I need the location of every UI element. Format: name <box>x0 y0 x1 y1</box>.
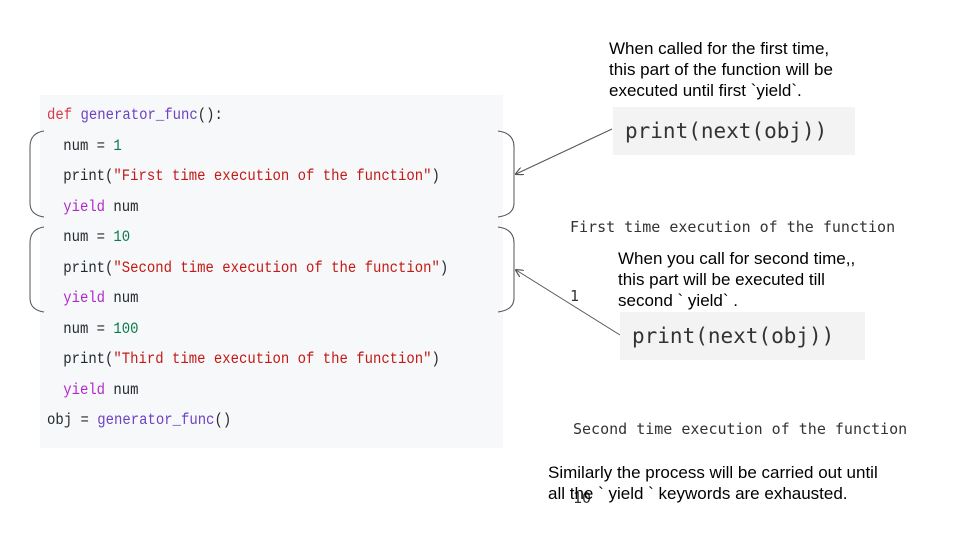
code-token: 100 <box>113 319 139 338</box>
code-token: num <box>105 197 139 216</box>
code-token: ) <box>431 167 440 185</box>
code-line: print("Second time execution of the func… <box>47 255 448 281</box>
code-token: num <box>105 289 139 307</box>
code-token: num = <box>63 319 114 338</box>
code-panel <box>40 95 503 448</box>
first-call-note: When called for the first time, this par… <box>609 39 833 100</box>
code-token: 1 <box>113 136 122 155</box>
code-token: (): <box>197 106 223 124</box>
code-line: def generator_func(): <box>47 102 223 128</box>
code-token: yield <box>63 380 106 399</box>
code-token: "First time execution of the function" <box>113 167 432 185</box>
code-line: yield num <box>47 285 139 311</box>
code-token: obj = <box>47 411 98 429</box>
footer-note: Similarly the process will be carried ou… <box>548 463 878 503</box>
code-token: 10 <box>113 228 131 246</box>
code-token: yield <box>63 289 106 307</box>
code-line: num = 1 <box>47 133 122 159</box>
code-line: num = 100 <box>47 316 139 342</box>
code-token: generator_func <box>80 106 198 124</box>
code-token: generator_func <box>97 411 215 429</box>
code-line: print("First time execution of the funct… <box>47 163 440 189</box>
code-line: obj = generator_func() <box>47 407 231 433</box>
code-line: print("Third time execution of the funct… <box>47 346 440 372</box>
code-token: num <box>105 380 139 399</box>
code-token: print( <box>63 350 114 368</box>
code-token <box>72 106 80 124</box>
code-token: def <box>47 106 73 124</box>
first-call-code: print(next(obj)) <box>613 107 855 155</box>
code-token: num = <box>63 228 114 246</box>
first-call-output: First time execution of the function 1 <box>570 218 896 305</box>
code-token: print( <box>63 167 114 185</box>
code-token: "Second time execution of the function" <box>113 258 440 277</box>
code-token: ) <box>439 258 449 277</box>
code-line: num = 10 <box>47 224 130 250</box>
code-token: num = <box>63 136 114 155</box>
arrow-first <box>516 128 613 174</box>
code-line: yield num <box>47 377 139 403</box>
code-line: yield num <box>47 194 139 220</box>
second-call-note: When you call for second time,, this par… <box>618 249 856 310</box>
second-call-output: Second time execution of the function 10 <box>573 420 908 507</box>
code-token: "Third time execution of the function" <box>113 350 432 368</box>
code-token: print( <box>63 258 114 277</box>
code-token: ) <box>431 350 440 368</box>
code-token: yield <box>63 197 106 216</box>
second-call-code: print(next(obj)) <box>620 312 865 360</box>
code-token: () <box>214 411 232 429</box>
